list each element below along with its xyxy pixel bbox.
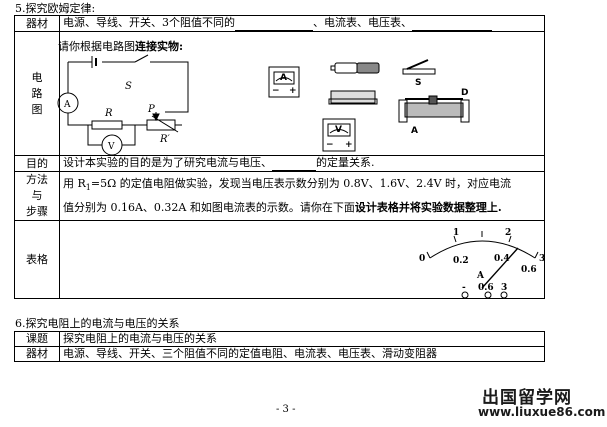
svg-text:+: + bbox=[345, 140, 353, 150]
switch-label: S bbox=[125, 81, 132, 92]
svg-text:−: − bbox=[272, 86, 280, 96]
method-label-part: 与 bbox=[31, 189, 43, 202]
dial-inner-tick-0: 0.2 bbox=[453, 256, 469, 266]
method-label-part: 步骤 bbox=[26, 205, 48, 218]
method-line1-sub: 1 bbox=[85, 183, 91, 193]
method-line2-plain: 值分别为 0.16A、0.32A 和如图电流表的示数。请你在下面 bbox=[63, 201, 355, 215]
ammeter-face-label: A bbox=[280, 73, 287, 83]
circuit-instruction: 请你根据电路图连接实物: bbox=[58, 38, 183, 54]
equipment-label: 器材 bbox=[14, 15, 60, 32]
svg-text:+: + bbox=[289, 86, 297, 96]
method-line2-bold: 设计表格并将实验数据整理上. bbox=[354, 201, 502, 215]
circuit-cell bbox=[59, 31, 545, 156]
section6-title: 6.探究电阻上的电流与电压的关系 bbox=[15, 317, 180, 330]
circuit-instruction-plain: 请你根据电路图 bbox=[58, 40, 135, 53]
dial-inner-tick-2: 0.6 bbox=[521, 265, 537, 275]
watermark-cn: 出国留学网 bbox=[482, 388, 572, 408]
ammeter-dial: 0 1 2 3 0.2 0.4 0.6 A - 0.6 3 bbox=[419, 228, 545, 299]
section5-table: 器材 电源、导线、开关、3个阻值不同的 、电流表、电压表、 电 路 图 目的 设… bbox=[14, 15, 545, 299]
rheostat-a-label: A bbox=[411, 126, 418, 136]
circuit-label-char: 图 bbox=[31, 102, 43, 116]
watermark-url: www.liuxue86.com bbox=[478, 405, 606, 419]
resistor-label: R bbox=[104, 108, 113, 119]
rheostat-label: R′ bbox=[159, 134, 171, 145]
equipment6-text: 电源、导线、开关、三个阻值不同的定值电阻、电流表、电压表、滑动变阻器 bbox=[59, 346, 545, 362]
dial-terminal-minus: - bbox=[462, 283, 466, 293]
ammeter-symbol-label: A bbox=[63, 100, 71, 110]
circuit-diagram: A V S R P R′ bbox=[57, 54, 189, 156]
voltmeter-symbol-label: V bbox=[107, 142, 115, 152]
purpose-text-b: 的定量关系. bbox=[316, 156, 375, 169]
equipment-text-b: 、电流表、电压表、 bbox=[313, 16, 412, 29]
physical-components: A V S D A −+ −+ bbox=[268, 59, 470, 152]
topic-label: 课题 bbox=[14, 331, 60, 347]
voltmeter-face-label: V bbox=[335, 125, 342, 135]
rheostat-d-label: D bbox=[461, 88, 468, 98]
purpose-text-a: 设计本实验的目的是为了研究电流与电压、 bbox=[63, 156, 272, 169]
switch-device-label: S bbox=[415, 78, 421, 88]
dial-outer-tick-2: 2 bbox=[505, 228, 511, 238]
dial-terminal-3: 3 bbox=[501, 283, 507, 293]
dial-outer-tick-0: 0 bbox=[419, 254, 425, 264]
equipment-blank-2 bbox=[412, 16, 492, 31]
equipment6-label: 器材 bbox=[14, 346, 60, 362]
equipment-blank-1 bbox=[235, 16, 313, 31]
circuit-label-char: 电 bbox=[31, 70, 43, 84]
svg-text:−: − bbox=[326, 140, 334, 150]
page-number: - 3 - bbox=[276, 404, 296, 415]
method-line1-pre: 用 R bbox=[63, 176, 86, 190]
dial-inner-tick-1: 0.4 bbox=[494, 254, 510, 264]
section6-table: 课题 探究电阻上的电流与电压的关系 器材 电源、导线、开关、三个阻值不同的定值电… bbox=[14, 331, 545, 362]
circuit-instruction-bold: 连接实物: bbox=[135, 40, 184, 53]
dial-unit: A bbox=[476, 271, 485, 281]
method-label-part: 方法 bbox=[26, 173, 48, 186]
purpose-blank bbox=[272, 156, 316, 171]
equipment-text-a: 电源、导线、开关、3个阻值不同的 bbox=[63, 16, 235, 29]
table-label: 表格 bbox=[14, 220, 60, 299]
method-label: 方法 与 步骤 bbox=[14, 171, 60, 221]
slider-label: P bbox=[147, 104, 155, 115]
circuit-label-char: 路 bbox=[31, 86, 43, 100]
topic-text: 探究电阻上的电流与电压的关系 bbox=[59, 331, 545, 347]
method-line1-post: =5Ω 的定值电阻做实验，发现当电压表示数分别为 0.8V、1.6V、2.4V … bbox=[90, 176, 512, 190]
table-cell bbox=[59, 220, 545, 299]
dial-terminal-0.6: 0.6 bbox=[478, 283, 494, 293]
section5-title: 5.探究欧姆定律: bbox=[15, 2, 96, 15]
equipment-cell: 电源、导线、开关、3个阻值不同的 、电流表、电压表、 bbox=[59, 15, 545, 32]
dial-outer-tick-1: 1 bbox=[453, 228, 459, 238]
dial-outer-tick-3: 3 bbox=[539, 254, 545, 264]
method-cell: 用 R1=5Ω 的定值电阻做实验，发现当电压表示数分别为 0.8V、1.6V、2… bbox=[59, 171, 545, 221]
